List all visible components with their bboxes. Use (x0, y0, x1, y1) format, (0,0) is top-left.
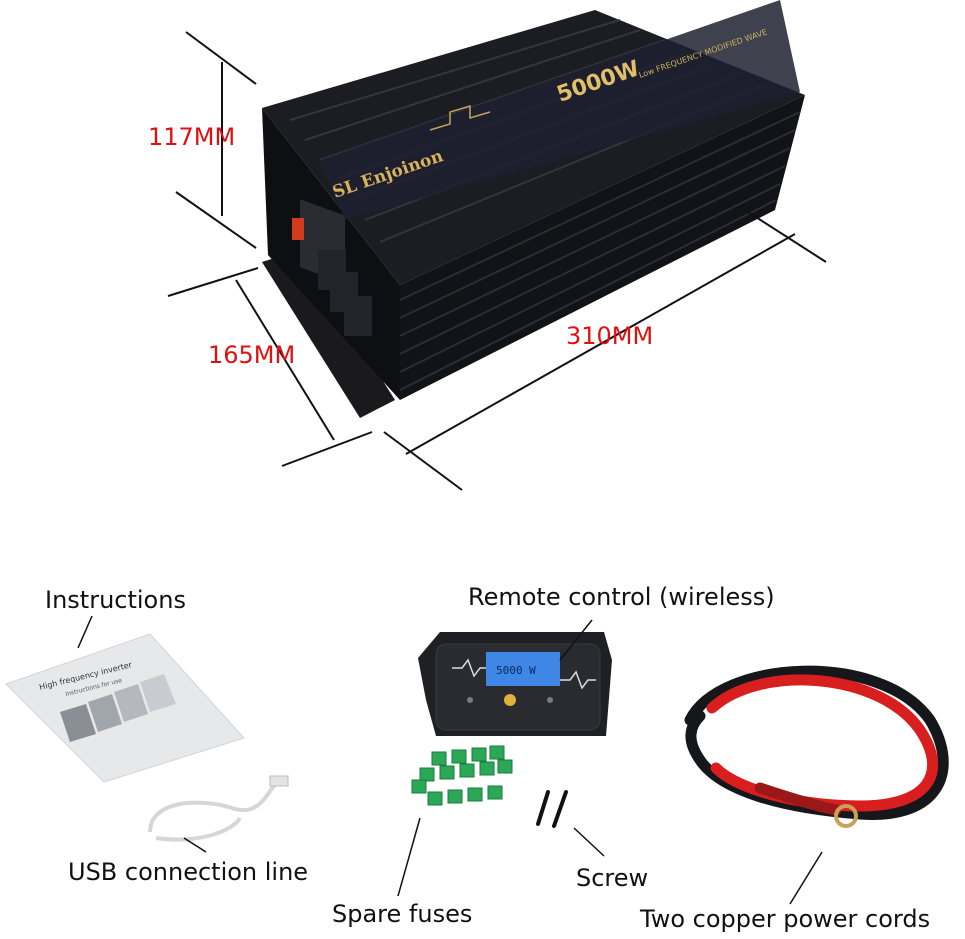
remote-screen-text: 5000 W (496, 664, 536, 677)
screw-label: Screw (576, 864, 649, 892)
instructions-booklet: High frequency inverter Instructions for… (5, 633, 245, 783)
height-dimension-label: 117MM (148, 123, 236, 151)
inverter: SL Enjoinon 5000W Low FREQUENCY MODIFIED… (262, 0, 805, 418)
length-dimension-label: 310MM (566, 322, 654, 350)
dimension-lines (167, 31, 827, 491)
power-cords (684, 665, 949, 828)
spare-fuses-label: Spare fuses (332, 900, 473, 928)
power-cords-label: Two copper power cords (640, 905, 931, 933)
width-dimension-label: 165MM (208, 341, 296, 369)
screws (536, 790, 568, 828)
instructions-label: Instructions (45, 586, 186, 614)
usb-cable (148, 775, 289, 842)
remote-control-label: Remote control (wireless) (468, 583, 775, 611)
usb-connection-label: USB connection line (68, 858, 309, 886)
spare-fuses (411, 745, 513, 806)
remote-control: 5000 W (418, 632, 612, 736)
